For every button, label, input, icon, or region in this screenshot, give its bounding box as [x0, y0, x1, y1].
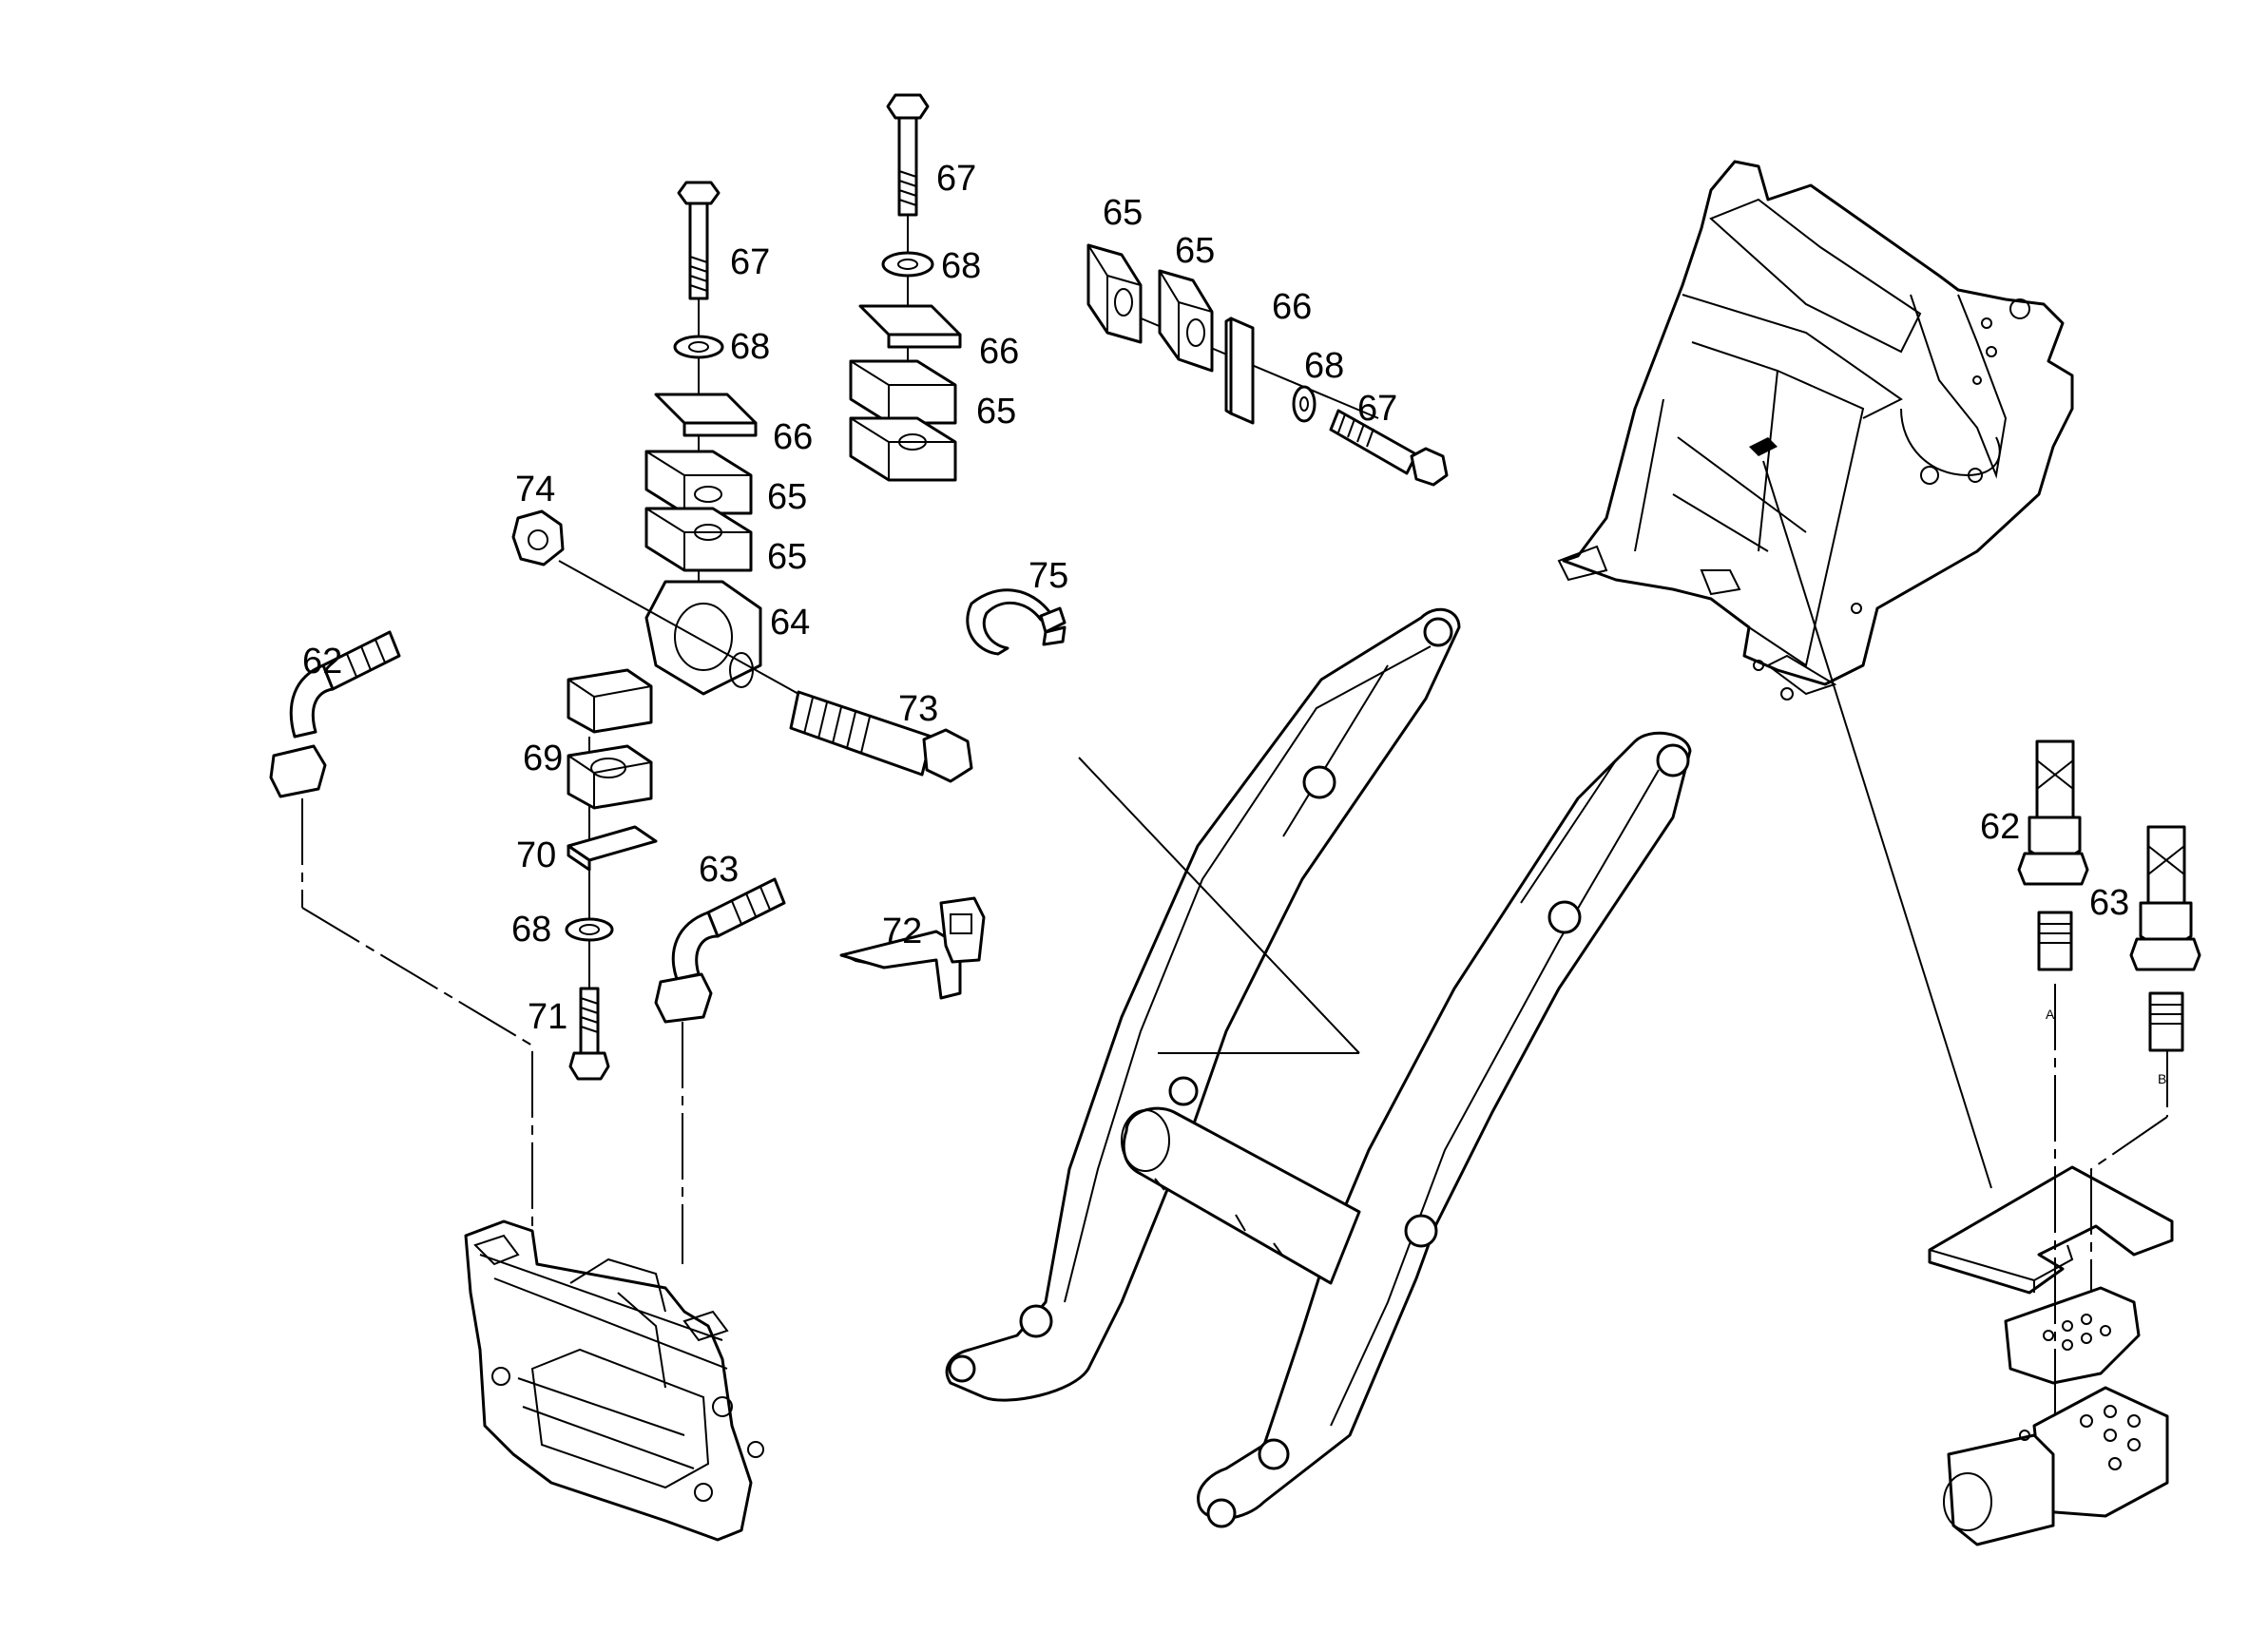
clamp-stack-center [511, 181, 973, 783]
hex-nut-63 [654, 972, 713, 1024]
fitting-62-hex [2017, 852, 2089, 886]
callout-65: 65 [767, 477, 807, 517]
bolt-67-head-h [1410, 447, 1449, 487]
cover-plate-66 [654, 393, 758, 425]
hose-clip-75 [966, 588, 1067, 656]
washer-68-h [1292, 385, 1317, 423]
clamp-assembly-lower [565, 668, 658, 1081]
callout-68: 68 [511, 910, 551, 950]
bolt-67-head [677, 181, 721, 205]
mounting-plate [1928, 1165, 2174, 1295]
clamp-stack-horizontal [1086, 243, 1449, 487]
hex-nut-62 [269, 744, 327, 798]
callout-63: 63 [699, 850, 739, 890]
callout-70: 70 [516, 835, 556, 875]
callout-67: 67 [1357, 389, 1397, 429]
nut-74 [511, 509, 565, 566]
adapter-63 [2148, 991, 2184, 1052]
clamp-half-65-h-a [1086, 243, 1143, 344]
port-label-b: B [2158, 1071, 2166, 1086]
callout-68: 68 [730, 327, 770, 367]
bracket-72 [839, 896, 986, 1000]
clamp-stack-top [849, 93, 962, 482]
port-label-a: A [2046, 1007, 2055, 1022]
cover-plate-66-top [858, 304, 962, 336]
callout-66: 66 [773, 417, 813, 457]
fitting-63-hex [2129, 937, 2201, 971]
manifold-plate [2004, 1286, 2141, 1385]
callout-75: 75 [1028, 556, 1068, 596]
callout-65: 65 [1175, 231, 1215, 271]
hose-fitting-62-left [269, 630, 533, 1236]
callout-69: 69 [523, 739, 563, 778]
loader-arms [945, 607, 1692, 1528]
bolt-73-shank [789, 690, 933, 777]
callout-67: 67 [730, 242, 770, 282]
fitting-63-tube [2146, 825, 2186, 905]
callout-62: 62 [302, 642, 342, 682]
callout-62: 62 [1980, 807, 2020, 847]
washer-68 [673, 335, 724, 359]
clamp-half-69-a [567, 668, 653, 734]
front-frame [1557, 160, 2074, 701]
bolt-67-head-top [886, 93, 930, 120]
fitting-62-tube [2035, 739, 2075, 819]
callout-66: 66 [1272, 287, 1312, 327]
washer-68-top [881, 251, 934, 278]
callout-65: 65 [1103, 193, 1143, 233]
callout-74: 74 [515, 470, 555, 509]
callout-67: 67 [936, 159, 976, 199]
callout-71: 71 [528, 997, 567, 1037]
washer-68-lower [565, 917, 614, 942]
callout-68: 68 [941, 246, 981, 286]
bolt-71-head [568, 1051, 610, 1081]
callout-63: 63 [2089, 883, 2129, 923]
clamp-half-65-h-b [1158, 269, 1214, 373]
callout-73: 73 [898, 689, 938, 729]
quick-coupler [464, 1219, 764, 1542]
callout-64: 64 [770, 603, 810, 643]
callout-labels: 67 68 66 65 65 64 74 73 67 68 66 65 65 6… [302, 159, 2129, 1037]
bushing-64 [644, 580, 762, 696]
bolt-67-shank [688, 202, 709, 300]
solenoid [1947, 1433, 2055, 1546]
adapter-62 [2037, 911, 2073, 971]
hose-fitting-63-center [654, 877, 786, 1264]
cover-plate-66-h [1229, 317, 1255, 425]
valve-assembly: A B [1762, 460, 2201, 1546]
callout-72: 72 [882, 912, 922, 951]
callout-66: 66 [979, 332, 1019, 372]
callout-65: 65 [767, 537, 807, 577]
bolt-73-head [922, 728, 973, 783]
callout-68: 68 [1304, 346, 1344, 386]
callout-65: 65 [976, 392, 1016, 432]
